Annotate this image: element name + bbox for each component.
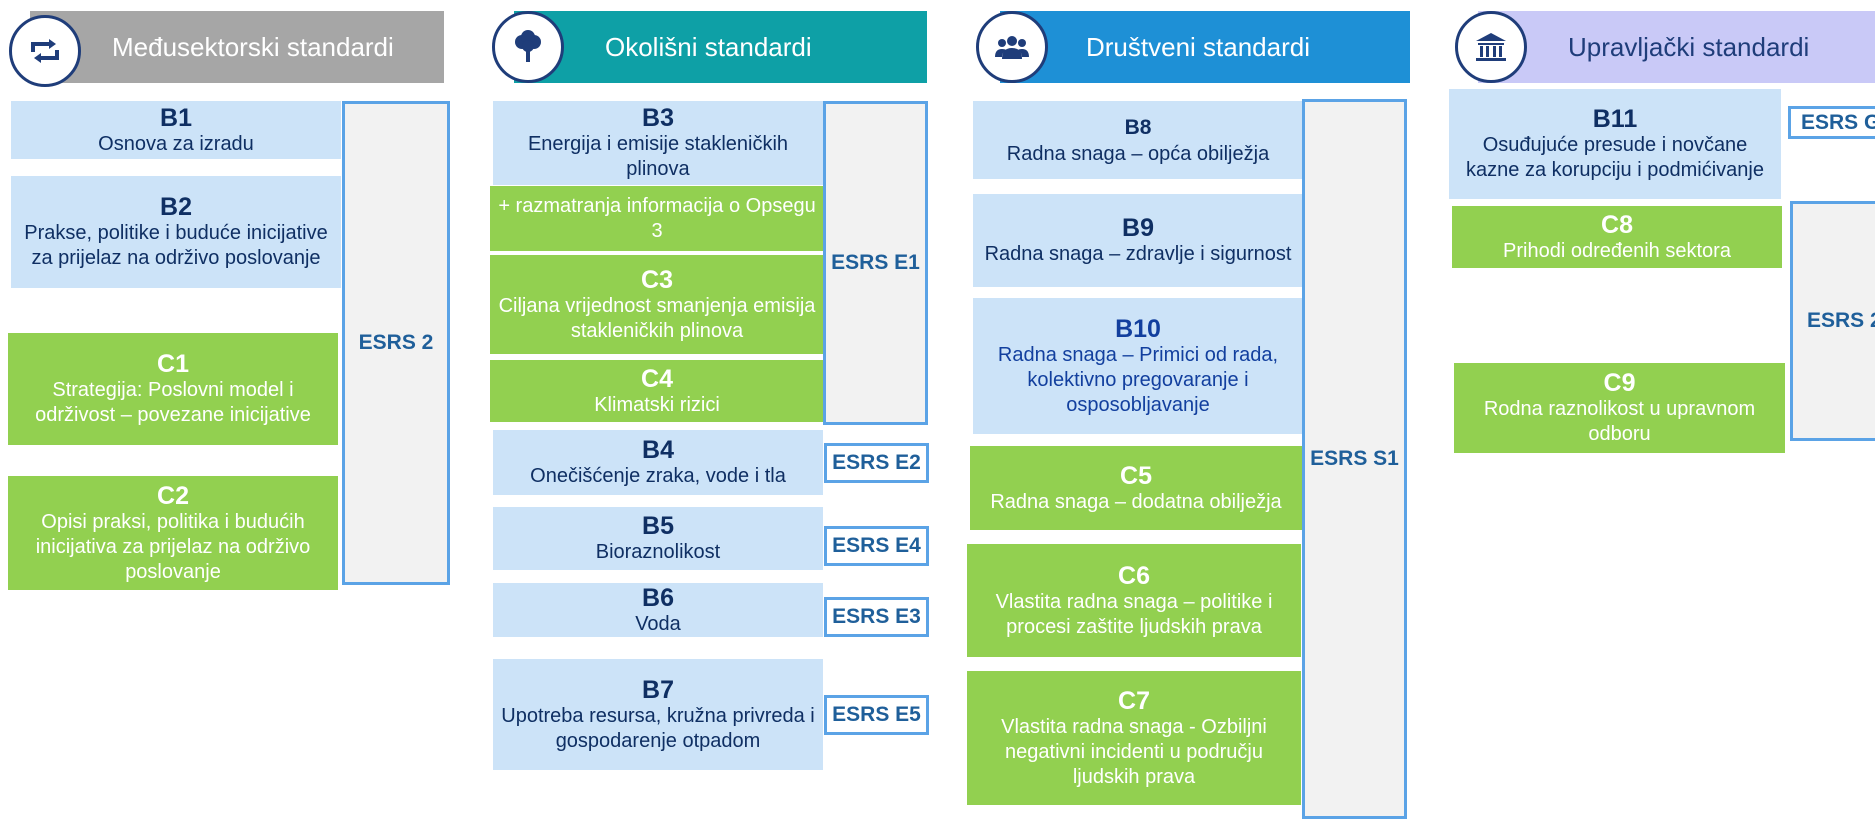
card-code: B9: [1122, 214, 1154, 242]
esrs-label: ESRS 2: [358, 331, 434, 354]
esrs-label: ESRS E5: [832, 703, 921, 726]
header-governance: Upravljački standardi: [1478, 11, 1875, 83]
esrs-label: ESRS S1: [1310, 447, 1399, 470]
card-code: B1: [160, 103, 192, 132]
card-B6: B6 Voda: [493, 583, 823, 637]
esrs-label: ESRS G: [1801, 110, 1875, 134]
card-text: Onečišćenje zraka, vode i tla: [530, 465, 786, 487]
card-code: B2: [160, 193, 192, 221]
card-B4: B4 Onečišćenje zraka, vode i tla: [493, 430, 823, 495]
card-text: Ciljana vrijednost smanjenja emisija sta…: [498, 294, 816, 342]
card-text: Bioraznolikost: [595, 541, 721, 563]
esrs-box-esrs-e1: ESRS E1: [823, 101, 928, 425]
card-C2: C2 Opisi praksi, politika i budućih inic…: [8, 476, 338, 590]
esrs-box-esrs-e5: ESRS E5: [824, 695, 929, 735]
card-code: C3: [641, 265, 673, 294]
card-code: B5: [642, 512, 674, 540]
card-text: Voda: [635, 612, 681, 635]
card-text: Osnova za izradu: [98, 132, 254, 155]
card-code: C9: [1603, 369, 1636, 397]
card-scope3: + razmatranja informacija o Opsegu 3: [490, 186, 824, 251]
card-B9: B9 Radna snaga – zdravlje i sigurnost: [973, 194, 1303, 287]
card-code: B4: [642, 436, 674, 464]
card-code: B3: [642, 104, 674, 132]
card-B2: B2 Prakse, politike i buduće inicijative…: [11, 176, 341, 288]
esrs-label: ESRS 2: [1807, 309, 1875, 332]
card-text: Klimatski rizici: [594, 393, 720, 416]
card-code: B11: [1592, 105, 1638, 133]
card-B10: B10 Radna snaga – Primici od rada, kolek…: [973, 298, 1303, 434]
card-code: B6: [642, 583, 674, 612]
esrs-box-esrs-2: ESRS 2: [342, 101, 450, 585]
card-text: Radna snaga – dodatna obilježja: [990, 490, 1282, 513]
header-environmental: Okolišni standardi: [514, 11, 927, 83]
tree-icon: [492, 11, 564, 83]
card-text: + razmatranja informacija o Opsegu 3: [498, 194, 816, 242]
esrs-box-esrs-s1: ESRS S1: [1302, 99, 1407, 819]
card-text: Vlastita radna snaga – politike i proces…: [995, 590, 1273, 638]
card-code: C4: [641, 364, 673, 393]
header-title: Okolišni standardi: [605, 31, 812, 62]
card-text: Osuđujuće presude i novčane kazne za kor…: [1466, 134, 1764, 181]
card-code: B7: [642, 675, 674, 704]
card-B7: B7 Upotreba resursa, kružna privreda i g…: [493, 659, 823, 770]
people-icon: [976, 11, 1048, 83]
card-text: Energija i emisije stakleničkih plinova: [527, 133, 789, 180]
card-code: B8: [1124, 115, 1152, 139]
card-C3: C3 Ciljana vrijednost smanjenja emisija …: [490, 255, 824, 354]
header-title: Društveni standardi: [1086, 31, 1310, 62]
card-B8: B8 Radna snaga – opća obilježja: [973, 101, 1303, 179]
card-code: C2: [157, 481, 189, 510]
card-B5: B5 Bioraznolikost: [493, 507, 823, 570]
esrs-label: ESRS E2: [832, 451, 921, 474]
arrows-cycle-icon: [9, 15, 81, 87]
card-text: Opisi praksi, politika i budućih inicija…: [35, 510, 311, 583]
esrs-box-esrs-2-governance: ESRS 2: [1790, 201, 1875, 441]
card-text: Radna snaga – zdravlje i sigurnost: [984, 243, 1292, 265]
esrs-box-esrs-e4: ESRS E4: [824, 526, 929, 566]
card-text: Strategija: Poslovni model i održivost –…: [35, 379, 311, 426]
header-title: Međusektorski standardi: [112, 31, 394, 62]
card-text: Vlastita radna snaga - Ozbiljni negativn…: [1001, 715, 1267, 788]
card-code: B10: [1115, 314, 1161, 343]
esrs-box-esrs-e3: ESRS E3: [824, 597, 929, 637]
header-cross-cutting: Međusektorski standardi: [30, 11, 444, 83]
card-C8: C8 Prihodi određenih sektora: [1452, 206, 1782, 268]
card-B11: B11 Osuđujuće presude i novčane kazne za…: [1449, 89, 1781, 199]
header-title: Upravljački standardi: [1568, 31, 1810, 62]
card-C1: C1 Strategija: Poslovni model i održivos…: [8, 333, 338, 445]
esrs-label: ESRS E3: [832, 605, 921, 628]
card-C5: C5 Radna snaga – dodatna obilježja: [970, 446, 1302, 530]
esrs-box-esrs-e2: ESRS E2: [824, 443, 929, 483]
card-text: Rodna raznolikost u upravnom odboru: [1483, 398, 1756, 445]
card-text: Radna snaga – Primici od rada, kolektivn…: [997, 343, 1279, 416]
card-B1: B1 Osnova za izradu: [11, 101, 341, 159]
esrs-box-esrs-g: ESRS G: [1788, 106, 1875, 139]
card-text: Upotreba resursa, kružna privreda i gosp…: [501, 704, 815, 752]
esrs-label: ESRS E4: [832, 534, 921, 557]
header-social: Društveni standardi: [1000, 11, 1410, 83]
card-C4: C4 Klimatski rizici: [490, 360, 824, 422]
institution-icon: [1455, 11, 1527, 83]
card-code: C8: [1601, 210, 1633, 239]
card-text: Prakse, politike i buduće inicijative za…: [24, 222, 328, 269]
card-code: C1: [157, 350, 189, 378]
card-code: C6: [1118, 561, 1150, 590]
card-B3: B3 Energija i emisije stakleničkih plino…: [493, 101, 823, 185]
esrs-label: ESRS E1: [831, 251, 920, 274]
card-C7: C7 Vlastita radna snaga - Ozbiljni negat…: [967, 671, 1301, 805]
card-code: C5: [1120, 461, 1152, 490]
card-C6: C6 Vlastita radna snaga – politike i pro…: [967, 544, 1301, 657]
card-C9: C9 Rodna raznolikost u upravnom odboru: [1454, 363, 1785, 453]
card-text: Prihodi određenih sektora: [1503, 239, 1731, 262]
card-text: Radna snaga – opća obilježja: [1006, 142, 1270, 165]
card-code: C7: [1118, 686, 1150, 715]
